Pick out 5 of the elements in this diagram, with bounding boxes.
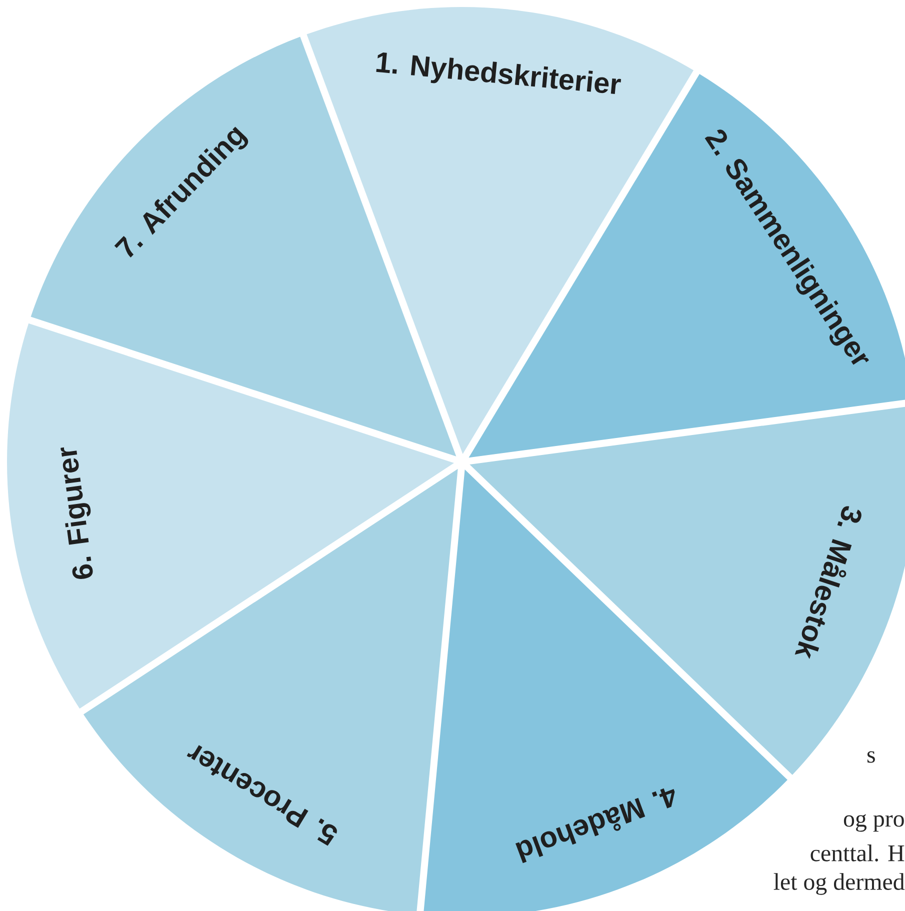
body-text: s	[867, 751, 875, 763]
pie-segment: 6. Figurer	[7, 323, 454, 709]
body-text: og pro	[844, 814, 904, 832]
pie-segment: 1. Nyhedskriterier	[306, 7, 694, 454]
body-text: centtal. H	[810, 844, 904, 862]
